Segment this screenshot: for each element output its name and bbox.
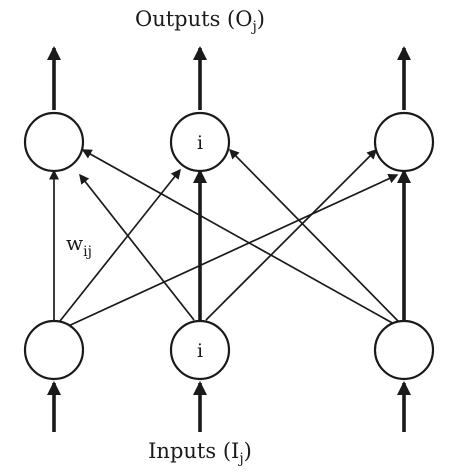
output-node-left: [23, 111, 85, 173]
edge-left-to-right: [63, 174, 399, 329]
outputs-caption: Outputs (Oj): [135, 7, 265, 35]
inputs-caption: Inputs (Ij): [148, 439, 252, 467]
weight-label: wij: [66, 231, 92, 260]
edge-right-to-left: [81, 149, 397, 326]
input-node-center-label: i: [197, 340, 203, 362]
output-node-center-label: i: [197, 132, 203, 154]
input-node-center: i: [169, 319, 231, 381]
input-node-left: [23, 319, 85, 381]
edge-center-to-left: [79, 173, 195, 321]
edge-right-to-center: [228, 148, 399, 322]
edge-left-to-center: [59, 168, 181, 322]
input-node-right: [373, 319, 435, 381]
output-node-right: [373, 111, 435, 173]
edge-center-to-right: [205, 148, 378, 321]
output-node-center: i: [169, 111, 231, 173]
